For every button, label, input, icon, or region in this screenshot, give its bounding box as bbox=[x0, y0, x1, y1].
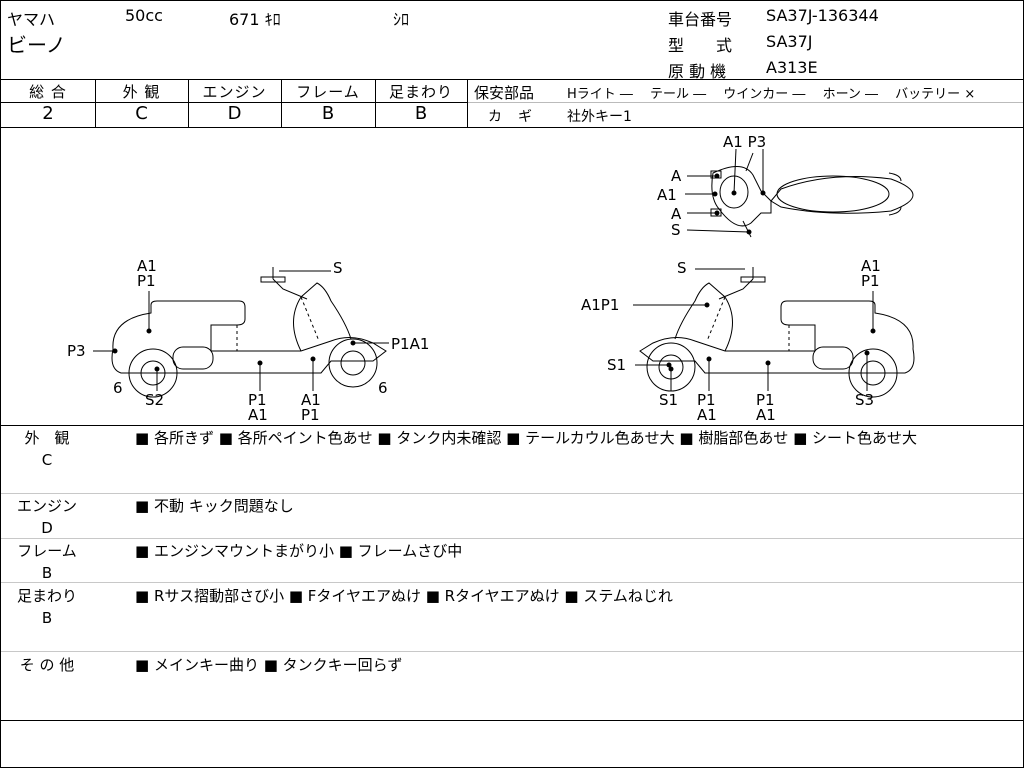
grade-engine-value: D bbox=[227, 103, 242, 124]
divider bbox=[1, 102, 467, 103]
divider bbox=[1, 127, 1023, 128]
grade-frame-value: B bbox=[321, 103, 335, 124]
remark-grade: D bbox=[41, 519, 53, 537]
grade-exterior-value: C bbox=[135, 103, 148, 124]
remark-label: エンジン bbox=[16, 497, 77, 515]
dmg-top-a1p3: A1 P3 bbox=[723, 133, 766, 151]
remark-grade: B bbox=[41, 609, 53, 627]
model-code: SA37J bbox=[766, 32, 813, 51]
grade-engine-label: エンジン bbox=[202, 83, 267, 101]
dmg-top-a-lower: A bbox=[671, 205, 682, 223]
scooter-damage-diagram: A1 P3 A A1 A S A1 P1 S P3 P1A1 6 6 S2 P1… bbox=[67, 133, 915, 424]
divider bbox=[1, 493, 1023, 494]
dmg-left-a1-mid: A1 bbox=[248, 406, 268, 424]
dmg-right-a1p1: A1P1 bbox=[581, 296, 619, 314]
frame-no: SA37J-136344 bbox=[766, 6, 879, 25]
divider bbox=[1, 425, 1023, 426]
remark-label: 足まわり bbox=[16, 587, 77, 605]
remark-label: フレーム bbox=[17, 542, 77, 560]
dmg-left-p1a1: P1A1 bbox=[391, 335, 429, 353]
grade-suspension-value: B bbox=[414, 103, 428, 124]
dmg-left-s2: S2 bbox=[145, 391, 164, 409]
remark-label: 外 観 bbox=[24, 429, 70, 447]
remark-label: そ の 他 bbox=[19, 656, 75, 674]
divider bbox=[281, 79, 282, 127]
dmg-left-p1-mid: P1 bbox=[248, 391, 267, 409]
left-view-outline bbox=[111, 267, 387, 398]
grade-exterior-label: 外 観 bbox=[122, 83, 161, 101]
dmg-left-p3: P3 bbox=[67, 342, 86, 360]
remark-text: ■ Rサス摺動部さび小 ■ Fタイヤエアぬけ ■ Rタイヤエアぬけ ■ ステムね… bbox=[135, 587, 673, 605]
color: ｼﾛ bbox=[393, 10, 410, 29]
dmg-right-s: S bbox=[677, 259, 687, 277]
grade-overall-label: 総 合 bbox=[29, 83, 67, 101]
dmg-right-p1: P1 bbox=[861, 272, 880, 290]
dmg-left-s: S bbox=[333, 259, 343, 277]
dmg-left-p1-front: P1 bbox=[301, 406, 320, 424]
key-value: 社外キー1 bbox=[567, 109, 632, 125]
displacement: 50cc bbox=[125, 6, 163, 25]
remark-grade: B bbox=[41, 564, 53, 582]
top-view-outline bbox=[710, 152, 914, 238]
dmg-right-a1-front: A1 bbox=[697, 406, 717, 424]
dmg-top-s: S bbox=[671, 221, 681, 239]
divider bbox=[188, 79, 189, 127]
engine-code: A313E bbox=[766, 58, 818, 77]
model-name: ビーノ bbox=[7, 33, 66, 57]
key-label: カ ギ bbox=[488, 109, 533, 125]
maker: ヤマハ bbox=[7, 10, 56, 29]
dmg-left-p1: P1 bbox=[137, 272, 156, 290]
frame-no-label: 車台番号 bbox=[668, 10, 733, 29]
dmg-left-6-rear: 6 bbox=[113, 379, 123, 397]
safety-items: Hライト ― テール ― ウインカー ― ホーン ― バッテリー × bbox=[567, 87, 976, 102]
divider bbox=[1, 651, 1023, 652]
dmg-left-6-front: 6 bbox=[378, 379, 388, 397]
dmg-top-a-upper: A bbox=[671, 167, 682, 185]
dmg-right-a1-mid: A1 bbox=[756, 406, 776, 424]
dmg-right-a1: A1 bbox=[861, 257, 881, 275]
model-label: 型 式 bbox=[668, 36, 733, 55]
divider bbox=[1, 582, 1023, 583]
divider bbox=[1, 538, 1023, 539]
grade-overall-value: 2 bbox=[42, 103, 54, 124]
dmg-right-s1: S1 bbox=[659, 391, 678, 409]
divider bbox=[375, 79, 376, 127]
remark-grade: C bbox=[41, 451, 53, 469]
grade-suspension-label: 足まわり bbox=[388, 83, 453, 101]
divider bbox=[468, 102, 1023, 103]
dmg-right-s1-side: S1 bbox=[607, 356, 626, 374]
remark-text: ■ エンジンマウントまがり小 ■ フレームさび中 bbox=[135, 542, 463, 560]
remark-text: ■ メインキー曲り ■ タンクキー回らず bbox=[135, 656, 403, 674]
dmg-top-a1: A1 bbox=[657, 186, 677, 204]
divider bbox=[467, 79, 468, 127]
remark-text: ■ 各所きず ■ 各所ペイント色あせ ■ タンク内未確認 ■ テールカウル色あせ… bbox=[135, 429, 918, 447]
divider bbox=[1, 79, 1023, 80]
remark-text: ■ 不動 キック問題なし bbox=[135, 497, 294, 515]
engine-label: 原 動 機 bbox=[668, 62, 727, 81]
dmg-right-p1-front: P1 bbox=[697, 391, 716, 409]
divider bbox=[95, 79, 96, 127]
dmg-left-a1-front: A1 bbox=[301, 391, 321, 409]
dmg-right-s3: S3 bbox=[855, 391, 874, 409]
mileage: 671 ｷﾛ bbox=[229, 10, 281, 29]
divider bbox=[1, 720, 1023, 721]
right-view-outline bbox=[639, 267, 915, 398]
safety-label: 保安部品 bbox=[474, 84, 535, 102]
dmg-right-p1-mid: P1 bbox=[756, 391, 775, 409]
grade-frame-label: フレーム bbox=[296, 83, 360, 101]
dmg-left-a1: A1 bbox=[137, 257, 157, 275]
